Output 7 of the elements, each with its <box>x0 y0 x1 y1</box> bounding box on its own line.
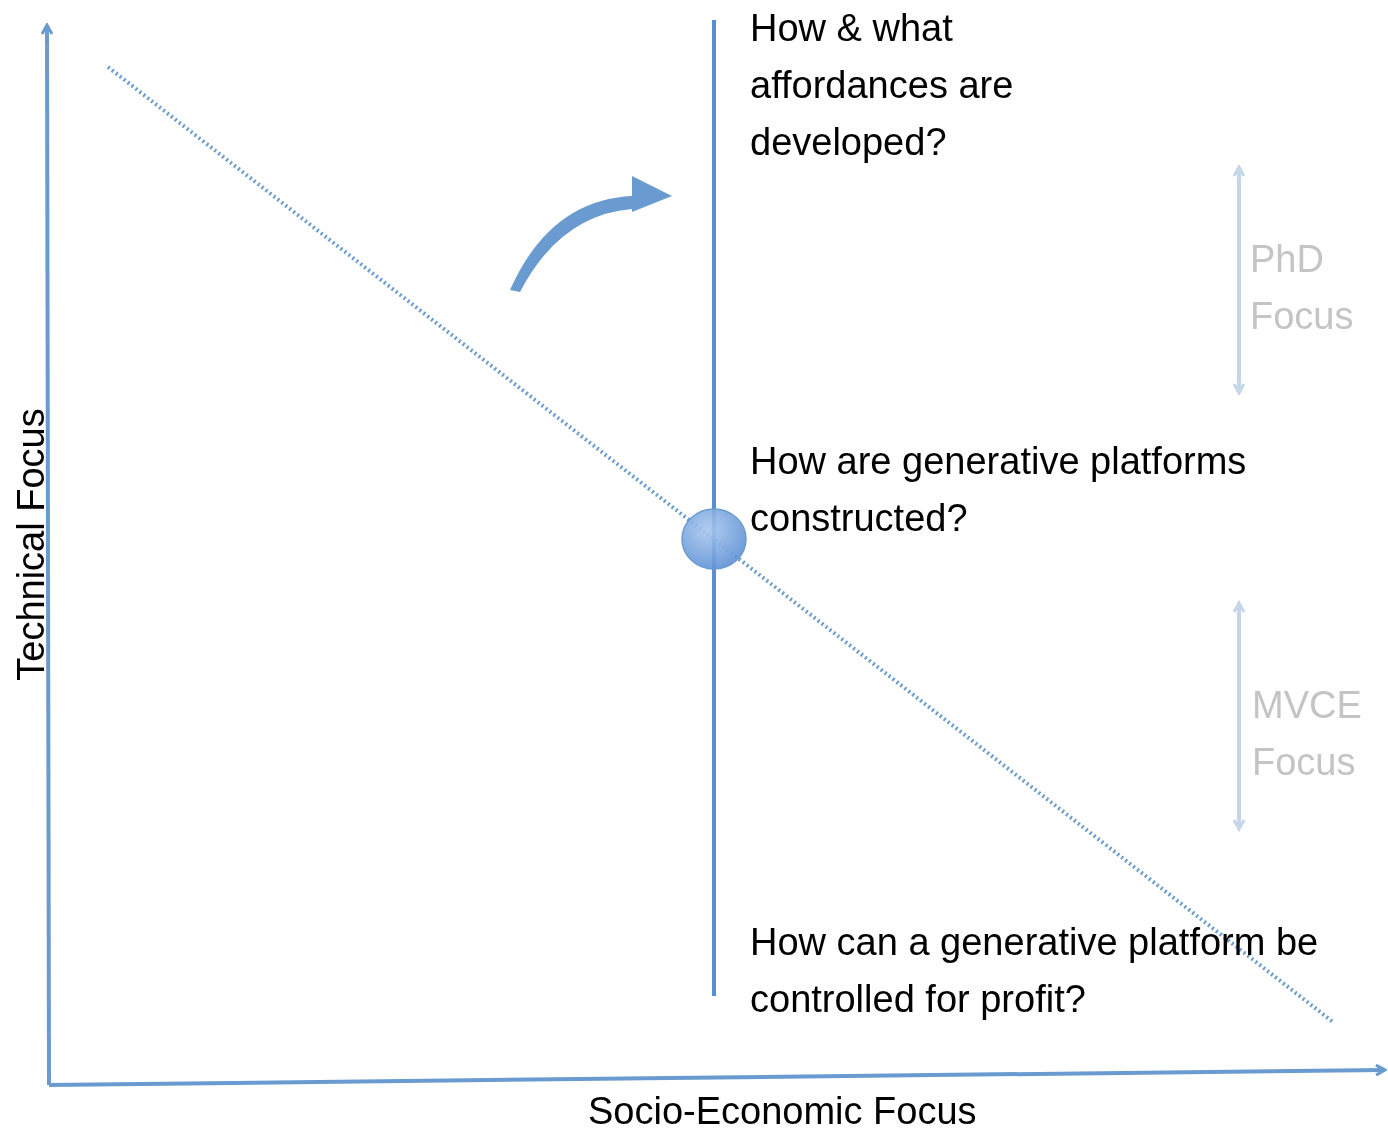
range-label: MVCE Focus <box>1252 683 1363 785</box>
question-text: How are generative platforms constructed? <box>750 439 1248 541</box>
question-text: How can a generative platform be controlled for profit? <box>750 920 1320 1022</box>
axis-label: Socio-Economic Focus <box>588 1089 978 1131</box>
range-label: PhD Focus <box>1250 237 1355 339</box>
question-text: How & what affordances are developed? <box>750 6 1015 165</box>
axis-label: Technical Focus <box>8 407 53 683</box>
